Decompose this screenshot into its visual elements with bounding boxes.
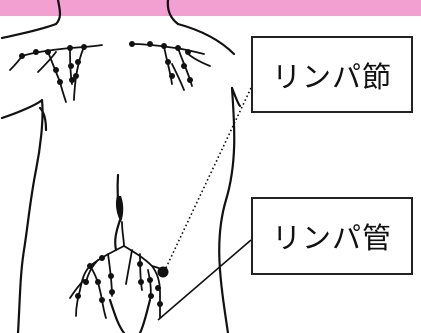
lymph-node-dot — [181, 63, 187, 69]
torso-left-outline — [0, 98, 44, 333]
lymph-node-dot — [87, 263, 93, 269]
neck-left-outline — [54, 0, 62, 26]
lymph-node-dot — [33, 49, 39, 55]
lymph-node-dot — [81, 44, 87, 50]
lymph-node-dot — [45, 49, 51, 55]
lymph-node-dot — [57, 79, 63, 85]
right-arm-outline — [230, 86, 242, 108]
lymph-node-dot — [161, 43, 167, 49]
lymph-node-callout-line — [164, 87, 252, 271]
lymph-nodes — [19, 41, 193, 307]
lymph-node-dot — [75, 293, 81, 299]
lymph-node-dot — [137, 261, 143, 267]
vessel-right-branch-4 — [125, 249, 133, 285]
inner-right-leg — [138, 298, 152, 333]
lymph-node-highlight — [157, 266, 169, 278]
lymph-node-label-box: リンパ節 — [251, 36, 413, 113]
torso-right-outline — [218, 86, 236, 333]
lymph-node-dot — [53, 67, 59, 73]
inner-left-leg — [108, 298, 126, 333]
lymph-node-dot — [68, 63, 74, 69]
vessel-left-branch-4 — [69, 279, 85, 299]
lymph-vessel-callout-line — [157, 239, 252, 321]
vessel-trunk — [121, 221, 125, 247]
lymph-node-dot — [147, 277, 153, 283]
neck-right-outline — [166, 0, 180, 26]
vessel-left-branch-2 — [89, 265, 107, 319]
lymph-node-label: リンパ節 — [271, 59, 392, 94]
vessel-right-axilla-1 — [131, 43, 205, 55]
lymph-node-dot — [155, 285, 161, 291]
lymph-node-dot — [109, 289, 115, 295]
vessel-right-axilla-5 — [171, 63, 185, 91]
lymph-node-dot — [95, 279, 101, 285]
lymph-node-dot — [108, 273, 114, 279]
vessel-left-main — [75, 245, 125, 317]
lymph-node-dot — [169, 73, 175, 79]
gluteal-cleft — [114, 218, 122, 252]
shoulder-right-outline — [176, 22, 236, 56]
lymph-node-dot — [75, 59, 81, 65]
lymph-node-dot — [148, 293, 154, 299]
lymph-node-dot — [147, 41, 153, 47]
lymph-node-dot — [185, 49, 191, 55]
spine-mark — [115, 196, 124, 222]
lymph-node-dot — [69, 77, 75, 83]
lymph-node-dot — [165, 59, 171, 65]
vessel-left-axilla-6 — [37, 51, 57, 73]
left-arm-inner-outline — [38, 106, 48, 132]
lymph-node-dot — [83, 279, 89, 285]
lymph-node-dot — [73, 73, 79, 79]
lymph-node-dot — [19, 53, 25, 59]
lymph-vessel-label: リンパ管 — [271, 221, 392, 255]
lymph-node-dot — [67, 45, 73, 51]
lymph-vessel-label-box: リンパ管 — [251, 197, 413, 275]
lymph-node-dot — [157, 301, 163, 307]
lymph-node-dot — [187, 77, 193, 83]
top-color-band — [0, 0, 421, 16]
lymph-node-dot — [99, 297, 105, 303]
lymph-node-dot — [138, 279, 144, 285]
lymph-node-dot — [175, 45, 181, 51]
shoulder-left-outline — [0, 22, 58, 40]
vessel-right-branch-1 — [139, 253, 143, 291]
lymph-node-dot — [129, 41, 135, 47]
lymph-node-dot — [99, 255, 105, 261]
